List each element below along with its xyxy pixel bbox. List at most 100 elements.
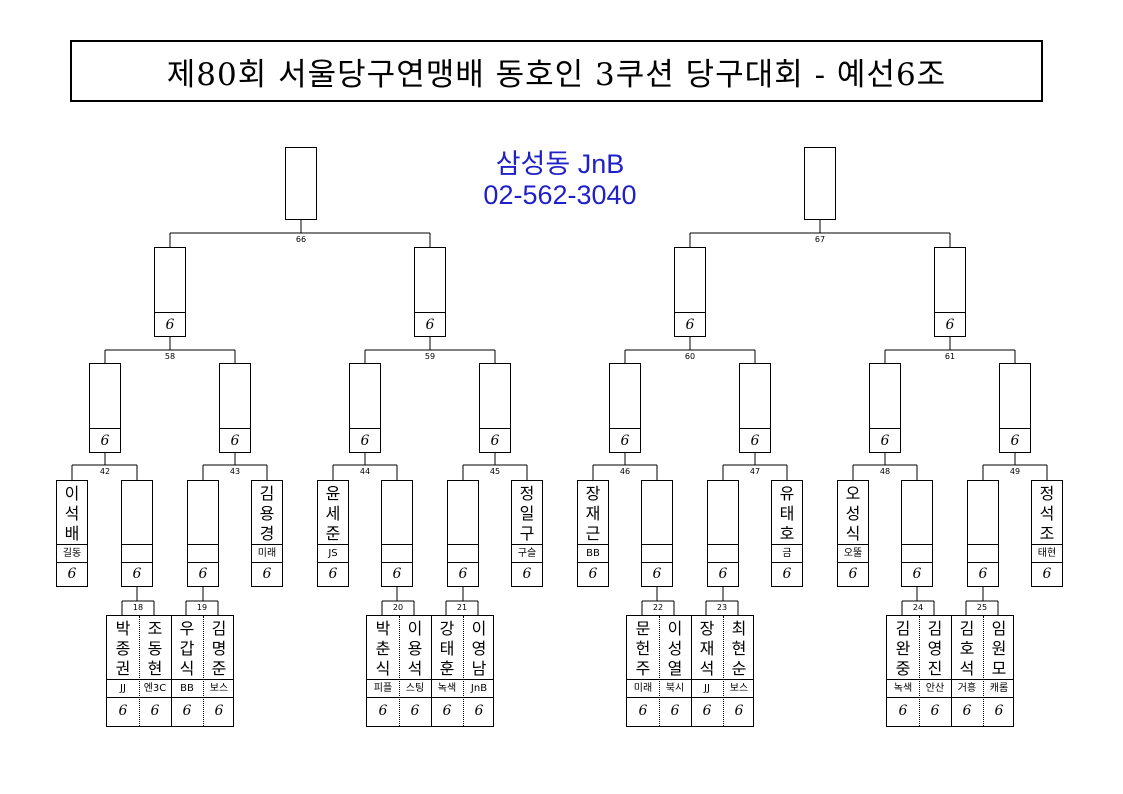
name-char: 헌: [635, 639, 651, 658]
winner-slot: 6: [479, 363, 511, 453]
score-divider: [57, 562, 87, 563]
score-mark: 6: [620, 433, 630, 449]
name-char: 남: [471, 659, 487, 678]
club-name: 태현: [1037, 548, 1057, 559]
club-name: 엔3C: [143, 683, 167, 694]
name-char: 문: [635, 619, 651, 638]
score-divider: [107, 697, 233, 698]
name-char: 우: [179, 619, 195, 638]
score-mark: 6: [912, 566, 922, 582]
score-mark: 6: [930, 703, 940, 719]
club-name: 북시: [665, 683, 685, 694]
winner-slot: 6: [609, 363, 641, 453]
score-mark: 6: [750, 433, 760, 449]
score-divider: [415, 312, 445, 313]
score-mark: 6: [685, 317, 695, 333]
name-char: 모: [991, 659, 1007, 678]
score-divider: [1000, 428, 1030, 429]
club-divider: [382, 544, 412, 545]
club-name: BB: [180, 683, 194, 694]
cell-divider: [171, 616, 172, 726]
name-char: 성: [845, 504, 861, 523]
score-divider: [870, 428, 900, 429]
name-char: 준: [325, 524, 341, 543]
name-char: 영: [471, 639, 487, 658]
score-divider: [350, 428, 380, 429]
winner-slot: [285, 147, 317, 220]
name-char: 오: [845, 484, 861, 503]
score-mark: 6: [880, 433, 890, 449]
name-char: 경: [259, 524, 275, 543]
name-char: 조: [1039, 524, 1055, 543]
name-char: 박: [115, 619, 131, 638]
name-char: 조: [147, 619, 163, 638]
cell-divider: [139, 616, 140, 726]
score-divider: [610, 428, 640, 429]
match-number: 49: [1009, 467, 1021, 476]
prelim-winner-slot: 6: [967, 480, 999, 587]
club-divider: [838, 544, 868, 545]
name-char: 호: [959, 639, 975, 658]
winner-slot: 6: [674, 247, 706, 337]
match-number: 60: [684, 352, 696, 361]
score-divider: [708, 562, 738, 563]
club-divider: [318, 544, 348, 545]
name-char: 동: [147, 639, 163, 658]
match-number: 66: [295, 235, 307, 244]
page-title: 제80회 서울당구연맹배 동호인 3쿠션 당구대회 - 예선6조: [166, 56, 947, 93]
name-char: 김: [895, 619, 911, 638]
score-divider: [90, 428, 120, 429]
cell-divider: [919, 616, 920, 726]
club-name: 보스: [209, 683, 229, 694]
score-divider: [578, 562, 608, 563]
club-name: 피플: [373, 683, 393, 694]
name-char: 재: [585, 504, 601, 523]
prelim-winner-slot: 6: [187, 480, 219, 587]
club-name: 미래: [257, 548, 277, 559]
score-mark: 6: [182, 703, 192, 719]
name-char: 권: [115, 659, 131, 678]
score-mark: 6: [638, 703, 648, 719]
club-divider: [252, 544, 282, 545]
name-char: 용: [407, 639, 423, 658]
name-char: 명: [211, 639, 227, 658]
match-number: 19: [196, 603, 208, 612]
match-number: 67: [814, 235, 826, 244]
score-divider: [367, 697, 493, 698]
score-mark: 6: [328, 566, 338, 582]
match-number: 47: [749, 467, 761, 476]
sponsor-phone: 02-562-3040: [483, 180, 637, 210]
name-char: 최: [731, 619, 747, 638]
club-divider: [1032, 544, 1062, 545]
name-char: 장: [585, 484, 601, 503]
score-mark: 6: [490, 433, 500, 449]
match-number: 21: [456, 603, 468, 612]
name-char: 현: [731, 639, 747, 658]
prelim-winner-slot: 6: [381, 480, 413, 587]
cell-divider: [951, 616, 952, 726]
club-name: 스팅: [405, 683, 425, 694]
score-mark: 6: [782, 566, 792, 582]
name-char: 박: [375, 619, 391, 638]
name-char: 순: [731, 659, 747, 678]
score-mark: 6: [652, 566, 662, 582]
score-mark: 6: [994, 703, 1004, 719]
winner-slot: 6: [999, 363, 1031, 453]
score-divider: [512, 562, 542, 563]
